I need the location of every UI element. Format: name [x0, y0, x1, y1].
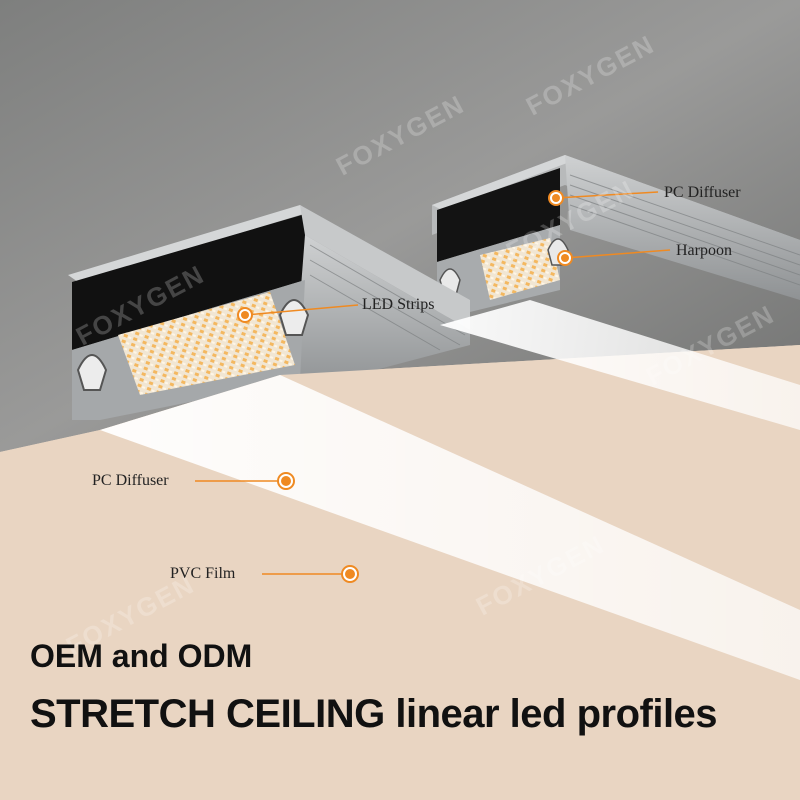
callout-label-harpoon: Harpoon: [676, 242, 732, 259]
callout-label-pc-diffuser-top: PC Diffuser: [664, 184, 741, 201]
front-profile-cavity: [72, 214, 305, 350]
callout-label-led-strips: LED Strips: [362, 296, 435, 313]
callout-dots: [237, 190, 573, 583]
headline-oem-odm: OEM and ODM: [30, 638, 253, 674]
callout-lines: [195, 191, 671, 575]
back-profile: [432, 155, 800, 320]
callout-label-pc-diffuser-bottom: PC Diffuser: [92, 472, 169, 489]
callout-label-pvc-film: PVC Film: [170, 565, 236, 582]
back-led-strip: [480, 238, 560, 300]
back-profile-cavity: [437, 168, 560, 262]
front-diffuser-beam: [100, 375, 800, 680]
headline-product: STRETCH CEILING linear led profiles: [30, 692, 718, 736]
back-diffuser-beam: [440, 300, 800, 430]
